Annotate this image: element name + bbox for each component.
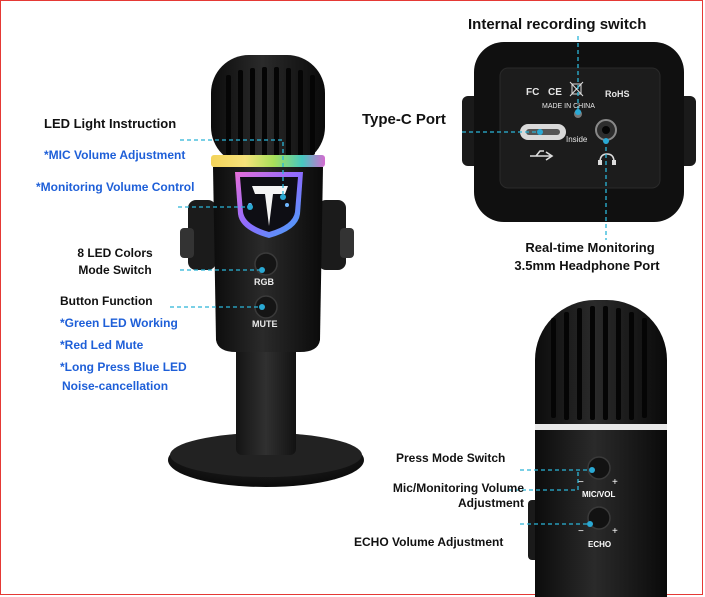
led-light-instruction-label: LED Light Instruction	[44, 116, 177, 131]
long-press-label-line2: Noise-cancellation	[62, 379, 169, 393]
rohs-mark: RoHS	[605, 89, 630, 99]
led-colors-label-line1: 8 LED Colors	[77, 246, 153, 260]
side-view-microphone	[528, 300, 667, 597]
made-in-china-text: MADE IN CHINA	[542, 103, 595, 110]
inside-switch-text: Inside	[566, 135, 588, 144]
echo-volume-adjustment-label: ECHO Volume Adjustment	[354, 535, 504, 549]
mic-monitoring-label-line2: Adjustment	[458, 496, 524, 510]
press-mode-switch-label: Press Mode Switch	[396, 451, 506, 465]
fc-mark: FC	[526, 87, 540, 98]
echo-plus: +	[612, 526, 618, 537]
mic-volume-adjustment-label: *MIC Volume Adjustment	[44, 148, 186, 162]
green-led-label: *Green LED Working	[60, 316, 178, 330]
long-press-label-line1: *Long Press Blue LED	[60, 360, 187, 374]
rgb-button-label: RGB	[254, 277, 274, 287]
monitoring-port-label-line2: 3.5mm Headphone Port	[514, 258, 660, 273]
mic-monitoring-label-line1: Mic/Monitoring Volume	[392, 481, 524, 495]
mute-button-label: MUTE	[252, 319, 278, 329]
button-function-label: Button Function	[60, 294, 153, 308]
mic-vol-label: MIC/VOL	[582, 490, 616, 499]
monitoring-volume-control-label: *Monitoring Volume Control	[36, 180, 195, 194]
type-c-port-label: Type-C Port	[362, 111, 446, 128]
ce-mark: CE	[548, 87, 562, 98]
mic-vol-minus: −	[578, 477, 584, 488]
port-panel-photo	[462, 42, 696, 222]
mic-vol-plus: +	[612, 477, 618, 488]
red-led-label: *Red Led Mute	[60, 338, 144, 352]
echo-control-label: ECHO	[588, 540, 612, 549]
echo-minus: −	[578, 526, 584, 537]
monitoring-port-label-line1: Real-time Monitoring	[525, 240, 655, 255]
left-microphone	[168, 55, 364, 487]
leader-dots	[247, 109, 609, 527]
internal-recording-switch-label: Internal recording switch	[468, 16, 647, 33]
leader-lines	[170, 36, 607, 525]
led-colors-label-line2: Mode Switch	[78, 263, 152, 277]
